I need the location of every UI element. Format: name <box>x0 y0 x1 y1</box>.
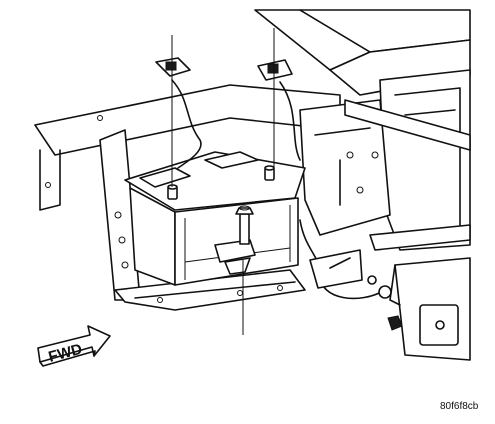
fwd-arrow-icon: FWD <box>37 325 111 367</box>
callout-lines <box>171 28 275 335</box>
vehicle-frame <box>34 9 471 361</box>
battery <box>124 151 306 286</box>
hold-down-clamp <box>214 205 256 275</box>
figure-code: 80f6f8cb <box>440 401 479 412</box>
battery-tray <box>99 129 306 311</box>
battery-cables <box>155 57 403 331</box>
